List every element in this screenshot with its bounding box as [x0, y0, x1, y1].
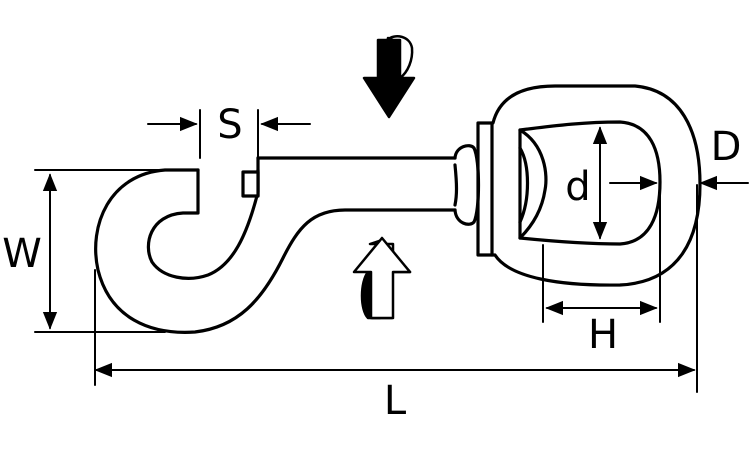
label-h: H	[588, 312, 618, 358]
label-d-small: d	[565, 164, 590, 210]
rotation-arrow-up-icon	[352, 236, 412, 320]
swivel-collar	[453, 144, 481, 226]
swivel-eye	[476, 84, 702, 287]
label-w: W	[2, 231, 42, 277]
hook-body	[94, 168, 457, 334]
label-l: L	[384, 378, 407, 424]
rotation-arrow-down-icon	[362, 35, 416, 119]
label-d-large: D	[711, 124, 742, 170]
dimension-arrows	[42, 116, 749, 378]
label-s: S	[217, 102, 242, 148]
gate-shank	[241, 156, 457, 198]
